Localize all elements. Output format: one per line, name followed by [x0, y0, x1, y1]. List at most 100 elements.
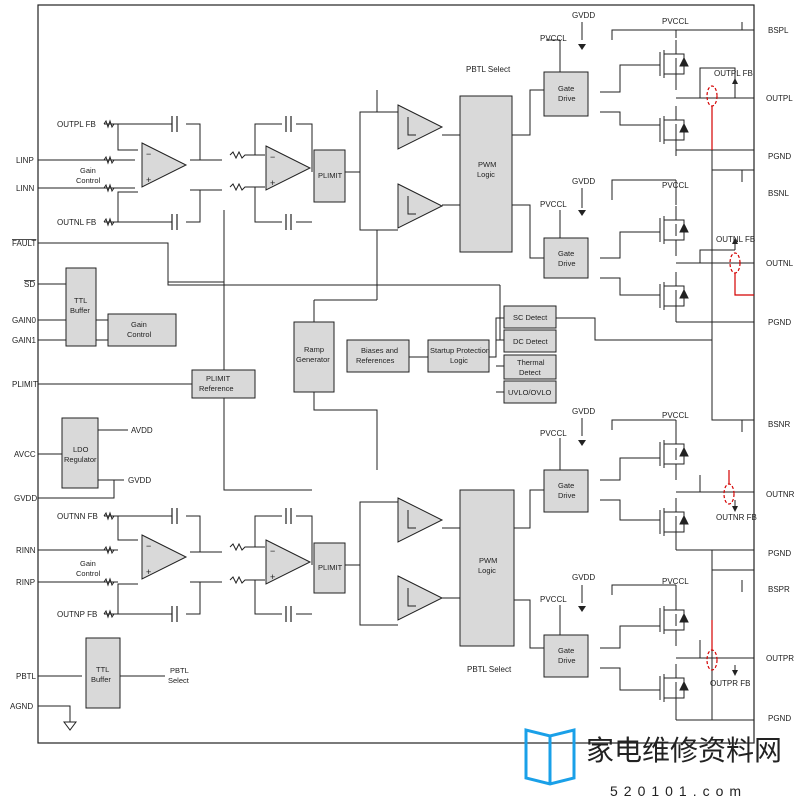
chip-outline	[37, 4, 755, 744]
pin-gain1: GAIN1	[12, 336, 37, 345]
avdd-label: AVDD	[131, 426, 153, 435]
pin-outnr: OUTNR	[766, 490, 795, 499]
blocks	[61, 71, 589, 709]
ground-icon	[63, 721, 77, 731]
dc-detect-label: DC Detect	[513, 337, 549, 346]
gate-drive-1a: Gate	[558, 84, 574, 93]
comparator-4	[397, 575, 443, 621]
pvccl-b3: PVCCL	[662, 411, 689, 420]
ramp-generator-2: Generator	[296, 355, 330, 364]
pvccl-a2: PVCCL	[540, 200, 567, 209]
right-pin-labels: BSPL OUTPL PGND BSNL OUTNL PGND BSNR OUT…	[766, 26, 795, 723]
pin-gvdd: GVDD	[14, 494, 37, 503]
pin-pgnd-3: PGND	[768, 549, 791, 558]
pin-outnn-fb: OUTNN FB	[57, 512, 98, 521]
ttl-buffer-bottom-1: TTL	[96, 665, 109, 674]
resistors	[103, 119, 250, 619]
gate-drive-2b: Drive	[558, 259, 576, 268]
capacitors	[171, 116, 292, 622]
pin-gain0: GAIN0	[12, 316, 37, 325]
svg-text:+: +	[146, 175, 151, 185]
pbtl-select-out-2: Select	[168, 676, 190, 685]
gvdd-ldo-label: GVDD	[128, 476, 151, 485]
pin-linn: LINN	[16, 184, 34, 193]
comparator-1	[397, 104, 443, 150]
opamp-mid-top: −+	[265, 145, 311, 191]
gate-drive-4b: Drive	[558, 656, 576, 665]
svg-text:+: +	[146, 567, 151, 577]
pvccl-a4: PVCCL	[540, 595, 567, 604]
gvdd-4: GVDD	[572, 573, 595, 582]
pwm-logic-bottom-1: PWM	[479, 556, 497, 565]
svg-text:−: −	[270, 546, 275, 556]
gain-control-label-bottom-1: Gain	[80, 559, 96, 568]
pin-fault: FAULT	[12, 239, 36, 248]
gate-drive-1b: Drive	[558, 94, 576, 103]
pin-agnd: AGND	[10, 702, 33, 711]
gvdd-3: GVDD	[572, 407, 595, 416]
pin-pgnd-2: PGND	[768, 318, 791, 327]
gate-drive-3b: Drive	[558, 491, 576, 500]
gain-control-label-top-1: Gain	[80, 166, 96, 175]
pwm-logic-bottom-2: Logic	[478, 566, 496, 575]
ttl-buffer-bottom-2: Buffer	[91, 675, 111, 684]
pbtl-select-bottom: PBTL Select	[467, 665, 512, 674]
gain-control-box-2: Control	[127, 330, 152, 339]
pin-pbtl: PBTL	[16, 672, 37, 681]
gvdd-arrows	[578, 44, 738, 676]
pbtl-select-out-1: PBTL	[170, 666, 189, 675]
ramp-generator-1: Ramp	[304, 345, 324, 354]
opamp-mid-bottom: −+	[265, 539, 311, 585]
gate-drive-2a: Gate	[558, 249, 574, 258]
pin-outpl: OUTPL	[766, 94, 793, 103]
ttl-buffer-top-1: TTL	[74, 296, 87, 305]
biases-2: References	[356, 356, 395, 365]
thermal-detect-2: Detect	[519, 368, 542, 377]
watermark-text: 家电维修资料网	[586, 735, 782, 766]
pin-avcc: AVCC	[14, 450, 36, 459]
pin-sd: SD	[24, 280, 35, 289]
pin-outpr: OUTPR	[766, 654, 794, 663]
gate-drive-4a: Gate	[558, 646, 574, 655]
svg-text:+: +	[270, 572, 275, 582]
svg-text:+: +	[270, 178, 275, 188]
pvccl-a3: PVCCL	[540, 429, 567, 438]
outpl-fb-label: OUTPL FB	[714, 69, 753, 78]
gvdd-2: GVDD	[572, 177, 595, 186]
mosfets	[659, 40, 689, 714]
ttl-buffer-top-2: Buffer	[70, 306, 90, 315]
comparator-3	[397, 497, 443, 543]
startup-2: Logic	[450, 356, 468, 365]
pin-linp: LINP	[16, 156, 34, 165]
opamp-left-top: −+	[141, 142, 187, 188]
pin-outnl: OUTNL	[766, 259, 794, 268]
pin-outnl-fb: OUTNL FB	[57, 218, 96, 227]
pin-plimit: PLIMIT	[12, 380, 38, 389]
pin-rinp: RINP	[16, 578, 35, 587]
gate-drive-3a: Gate	[558, 481, 574, 490]
svg-text:−: −	[146, 149, 151, 159]
ldo-2: Regulator	[64, 455, 97, 464]
pin-rinn: RINN	[16, 546, 36, 555]
outpr-fb-label: OUTPR FB	[710, 679, 750, 688]
pin-outpl-fb: OUTPL FB	[57, 120, 96, 129]
pvccl-a1: PVCCL	[540, 34, 567, 43]
plimit-reference-1: PLIMIT	[206, 374, 231, 383]
plimit-reference-2: Reference	[199, 384, 234, 393]
gain-control-label-top-2: Control	[76, 176, 101, 185]
ldo-1: LDO	[73, 445, 89, 454]
watermark-url: 520101.com	[610, 783, 747, 799]
pin-pgnd-1: PGND	[768, 152, 791, 161]
gain-control-label-bottom-2: Control	[76, 569, 101, 578]
pvccl-b4: PVCCL	[662, 577, 689, 586]
pin-bsnl: BSNL	[768, 189, 789, 198]
gvdd-1: GVDD	[572, 11, 595, 20]
svg-text:−: −	[270, 152, 275, 162]
pin-outnp-fb: OUTNP FB	[57, 610, 97, 619]
uvlo-label: UVLO/OVLO	[508, 388, 552, 397]
thermal-detect-1: Thermal	[517, 358, 545, 367]
startup-1: Startup Protection	[430, 346, 490, 355]
outnr-fb-label: OUTNR FB	[716, 513, 757, 522]
pin-pgnd-4: PGND	[768, 714, 791, 723]
